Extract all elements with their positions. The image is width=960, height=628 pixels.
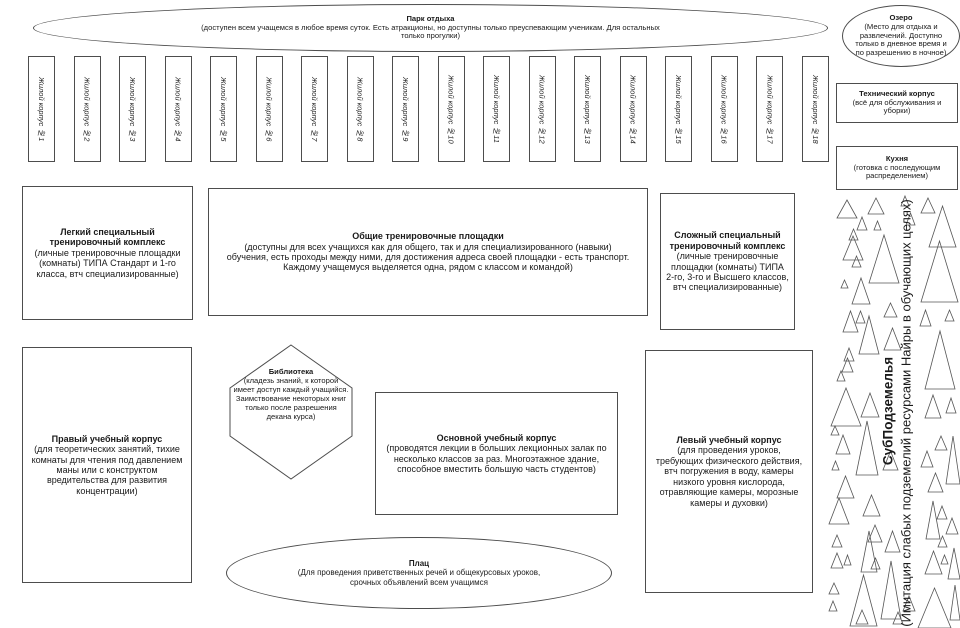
technical-building-box: Технический корпус (всё для обслуживания… [836, 83, 958, 123]
kitchen-description: (готовка с последующим распределением) [853, 162, 941, 181]
parade-ground-title: Плац [408, 558, 430, 568]
residential-building-label: Жилой корпус №15 [674, 74, 684, 144]
light-training-complex-title: Легкий специальный тренировочный комплек… [49, 226, 166, 248]
technical-building-description: (всё для обслуживания и уборки) [852, 97, 942, 116]
residential-building: Жилой корпус №5 [210, 56, 238, 162]
light-training-complex-box: Легкий специальный тренировочный комплек… [22, 186, 193, 320]
left-education-building-box: Левый учебный корпус (для проведения уро… [645, 350, 813, 593]
library-title: Библиотека [268, 367, 314, 376]
lake-description: (Место для отдыха и развлечений. Доступн… [855, 21, 947, 58]
park-title: Парк отдыха [406, 13, 455, 23]
hexagon-outline [229, 344, 353, 480]
residential-building: Жилой корпус №13 [574, 56, 602, 162]
main-education-building-box: Основной учебный корпус (проводятся лекц… [375, 392, 618, 515]
kitchen-box: Кухня (готовка с последующим распределен… [836, 146, 958, 190]
subdungeon-description: (Имитация слабых подземелий ресурсами На… [898, 199, 914, 627]
common-training-grounds-title: Общие тренировочные площадки [352, 231, 504, 242]
lake-title: Озеро [889, 12, 913, 22]
main-education-building-description: (проводятся лекции в больших лекционных … [386, 443, 607, 474]
park-ellipse: Парк отдыха (доступен всем учащемся в лю… [33, 4, 828, 52]
residential-row: Жилой корпус №1 Жилой корпус №2 Жилой ко… [28, 56, 829, 162]
residential-building: Жилой корпус №14 [619, 56, 647, 162]
residential-building-label: Жилой корпус №12 [537, 74, 547, 144]
lake-ellipse: Озеро (Место для отдыха и развлечений. Д… [842, 5, 960, 67]
technical-building-title: Технический корпус [859, 88, 935, 98]
residential-building-label: Жилой корпус №16 [719, 74, 729, 144]
residential-building: Жилой корпус №18 [801, 56, 829, 162]
residential-building: Жилой корпус №4 [164, 56, 192, 162]
right-education-building-description: (для теоретических занятий, тихие комнат… [31, 444, 183, 496]
library-description: (кладезь знаний, к которой имеет доступ … [233, 375, 349, 421]
residential-building: Жилой корпус №11 [483, 56, 511, 162]
subdungeon-title: СубПодземелья [880, 356, 896, 466]
residential-building: Жилой корпус №8 [346, 56, 374, 162]
common-training-grounds-box: Общие тренировочные площадки (доступны д… [208, 188, 648, 316]
hard-training-complex-box: Сложный специальный тренировочный компле… [660, 193, 795, 330]
parade-ground-description: (Для проведения приветственных речей и о… [297, 568, 541, 587]
residential-building: Жилой корпус №15 [665, 56, 693, 162]
residential-building-label: Жилой корпус №4 [173, 76, 183, 142]
residential-building-label: Жилой корпус №5 [219, 76, 229, 142]
residential-building-label: Жилой корпус №1 [37, 76, 46, 142]
residential-building-label: Жилой корпус №10 [446, 74, 456, 144]
right-education-building-title: Правый учебный корпус [51, 433, 163, 444]
forest-trees [828, 194, 960, 628]
residential-building: Жилой корпус №1 [28, 56, 55, 162]
residential-building-label: Жилой корпус №17 [765, 74, 775, 144]
common-training-grounds-description: (доступны для всех учащихся как для обще… [226, 241, 630, 273]
main-education-building-title: Основной учебный корпус [436, 432, 557, 443]
residential-building: Жилой корпус №7 [301, 56, 329, 162]
residential-building-label: Жилой корпус №8 [355, 76, 365, 142]
hard-training-complex-title: Сложный специальный тренировочный компле… [669, 230, 786, 251]
residential-building-label: Жилой корпус №7 [310, 76, 320, 142]
parade-ground-ellipse: Плац (Для проведения приветственных рече… [226, 537, 612, 609]
residential-building: Жилой корпус №16 [710, 56, 738, 162]
residential-building: Жилой корпус №9 [392, 56, 420, 162]
kitchen-title: Кухня [885, 153, 909, 163]
residential-building-label: Жилой корпус №3 [128, 76, 138, 142]
residential-building-label: Жилой корпус №6 [264, 76, 274, 142]
left-education-building-title: Левый учебный корпус [676, 434, 782, 445]
hard-training-complex-description: (личные тренировочные площадки (комнаты)… [666, 251, 789, 293]
residential-building: Жилой корпус №10 [437, 56, 465, 162]
residential-building: Жилой корпус №2 [73, 56, 101, 162]
right-education-building-box: Правый учебный корпус (для теоретических… [22, 347, 192, 583]
residential-building-label: Жилой корпус №9 [401, 76, 411, 142]
left-education-building-description: (для проведения уроков, требующих физиче… [655, 445, 803, 508]
residential-building-label: Жилой корпус №14 [628, 74, 638, 144]
residential-building: Жилой корпус №12 [528, 56, 556, 162]
residential-building-label: Жилой корпус №13 [583, 74, 593, 144]
residential-building: Жилой корпус №6 [255, 56, 283, 162]
park-description: (доступен всем учащемся в любое время су… [201, 22, 660, 41]
residential-building: Жилой корпус №17 [756, 56, 784, 162]
residential-building-label: Жилой корпус №11 [492, 74, 502, 144]
residential-building: Жилой корпус №3 [119, 56, 147, 162]
library-hexagon: Библиотека (кладезь знаний, к которой им… [229, 344, 353, 480]
residential-building-label: Жилой корпус №2 [82, 76, 92, 142]
residential-building-label: Жилой корпус №18 [810, 74, 820, 144]
light-training-complex-description: (личные тренировочные площадки (комнаты)… [34, 247, 181, 279]
